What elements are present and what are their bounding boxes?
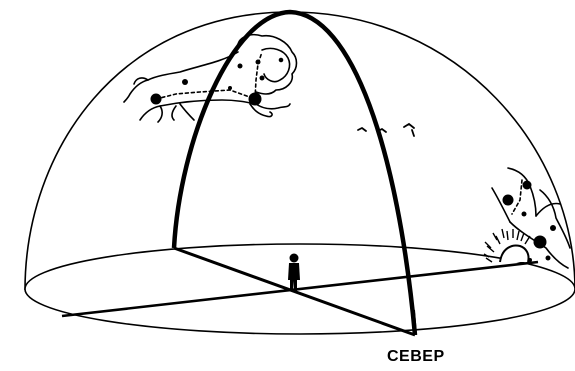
north-foot-mark — [413, 310, 415, 335]
birds-icon — [358, 124, 414, 136]
leo-constellation-icon — [124, 35, 297, 122]
north-label: СЕВЕР — [387, 348, 445, 366]
